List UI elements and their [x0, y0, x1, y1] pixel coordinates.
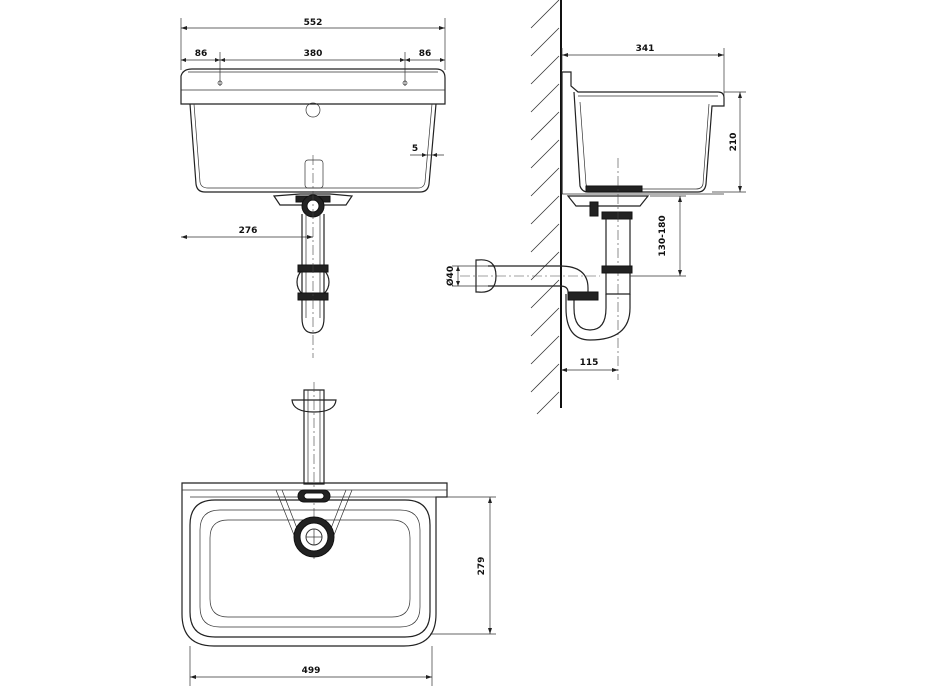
dim-side-outlet-diameter: Ø40 [445, 266, 456, 286]
dim-front-left-hole-offset: 86 [195, 49, 208, 59]
dim-front-hole-spacing: 380 [304, 49, 323, 59]
dim-front-total-width: 552 [304, 18, 323, 28]
front-view: 552 86 380 86 5 276 [180, 18, 446, 358]
top-view: 279 499 [181, 382, 496, 686]
top-sink-outline [181, 482, 448, 647]
front-sink-rim [180, 68, 446, 105]
front-sink-bowl [189, 103, 437, 193]
dim-top-width: 499 [302, 666, 321, 676]
dim-top-height: 279 [477, 557, 487, 576]
dim-side-height: 210 [729, 133, 739, 152]
dim-front-waste-offset: 276 [239, 226, 258, 236]
dim-side-depth: 341 [636, 44, 655, 54]
side-view: 341 210 Ø40 [445, 0, 746, 415]
dim-front-right-hole-offset: 86 [419, 49, 432, 59]
dim-side-trap-wall-distance: 115 [580, 358, 599, 368]
wall-hatching [530, 0, 560, 415]
dim-front-wall-thickness: 5 [412, 144, 418, 154]
dim-side-trap-height: 130-180 [658, 215, 668, 256]
